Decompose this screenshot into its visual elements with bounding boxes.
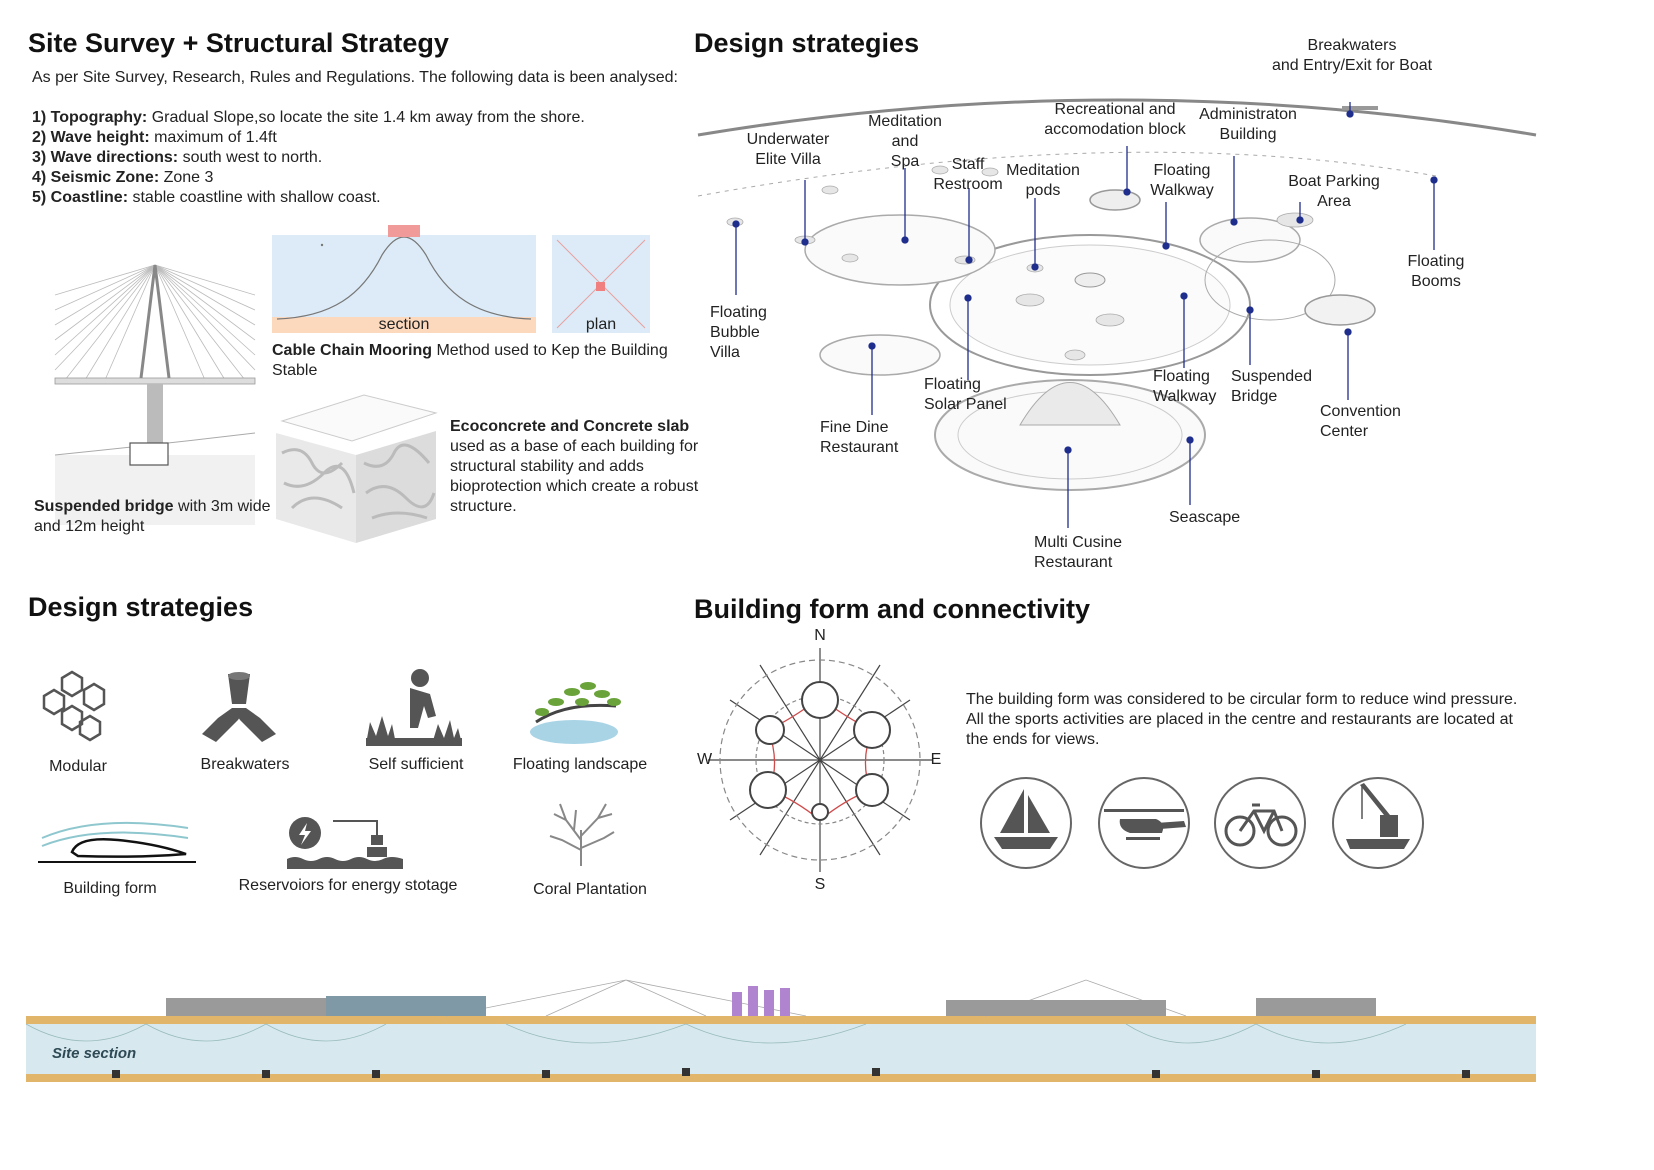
label-convention-center: Convention Center	[1320, 403, 1401, 440]
bicycle-icon	[1224, 803, 1298, 847]
concrete-caption-title: Ecoconcrete and Concrete slab	[450, 418, 690, 435]
label-floating-booms: Floating Booms	[1407, 253, 1465, 290]
energy-reservoir-icon	[287, 817, 403, 869]
label-staff-restroom: Staff Restroom	[933, 156, 1003, 193]
compass-s: S	[814, 876, 826, 893]
hexagon-cluster-icon	[42, 670, 106, 742]
tetrapod-icon	[202, 672, 276, 742]
label-underwater-villa: Underwater Elite Villa	[746, 131, 830, 168]
label-breakwaters: Breakwaters and Entry/Exit for Boat	[1272, 37, 1433, 74]
label-fine-dine: Fine Dine Restaurant	[820, 419, 899, 456]
farmer-icon	[366, 669, 462, 746]
compass-form-diagram	[708, 648, 932, 872]
suspended-bridge-drawing	[54, 264, 256, 525]
survey-list: 1) Topography: Gradual Slope,so locate t…	[32, 108, 672, 208]
label-floating-walkway-top: Floating Walkway	[1150, 162, 1214, 199]
mooring-section-diagram: section	[272, 225, 536, 333]
label-meditation-spa: Meditation and Spa	[868, 113, 942, 170]
mooring-caption: Cable Chain Mooring Method used to Kep t…	[272, 342, 668, 379]
mooring-plan-diagram: plan	[552, 235, 650, 333]
strategy-label-floating-landscape: Floating landscape	[512, 756, 648, 773]
design-strategies-title-top: Design strategies	[694, 28, 920, 58]
label-boat-parking: Boat Parking Area	[1288, 173, 1380, 210]
label-floating-walkway-bottom: Floating Walkway	[1153, 368, 1217, 405]
label-meditation-pods: Meditation pods	[1006, 162, 1080, 199]
survey-item: 1) Topography: Gradual Slope,so locate t…	[32, 109, 585, 126]
helicopter-icon	[1104, 809, 1186, 840]
aerofoil-icon	[38, 821, 196, 863]
strategy-label-coral: Coral Plantation	[533, 881, 647, 898]
eco-concrete-slab-drawing	[276, 394, 438, 543]
survey-item: 4) Seismic Zone: Zone 3	[32, 169, 214, 186]
strategy-label-reservoirs: Reservoiors for energy stotage	[238, 877, 458, 894]
sailboat-icon	[994, 789, 1058, 849]
design-strategies-title-bottom: Design strategies	[28, 592, 254, 622]
master-plan-drawing	[697, 98, 1537, 528]
strategy-label-building-form: Building form	[63, 880, 157, 897]
survey-item: 3) Wave directions: south west to north.	[32, 149, 323, 166]
section-label: section	[378, 316, 430, 333]
mangrove-icon	[530, 682, 621, 744]
label-bubble-villa: Floating Bubble Villa	[710, 304, 767, 361]
crane-barge-icon	[1346, 783, 1410, 849]
strategy-label-self-sufficient: Self sufficient	[368, 756, 464, 773]
plan-label: plan	[585, 316, 617, 333]
survey-item: 5) Coastline: stable coastline with shal…	[32, 189, 381, 206]
building-form-title: Building form and connectivity	[694, 594, 1091, 624]
label-multi-cusine: Multi Cusine Restaurant	[1034, 534, 1123, 571]
strategy-label-modular: Modular	[49, 758, 107, 775]
coral-icon	[549, 803, 615, 866]
label-seascape: Seascape	[1169, 509, 1241, 526]
bridge-caption: Suspended bridge with 3m wide and 12m he…	[34, 498, 271, 535]
compass-e: E	[930, 751, 942, 768]
form-description: The building form was considered to be c…	[966, 691, 1518, 748]
activity-icons	[980, 777, 1424, 869]
survey-item: 2) Wave height: maximum of 1.4ft	[32, 129, 277, 146]
strategy-label-breakwaters: Breakwaters	[200, 756, 290, 773]
label-admin-building: Administraton Building	[1199, 106, 1297, 143]
site-section-drawing	[25, 979, 1536, 1082]
survey-intro: As per Site Survey, Research, Rules and …	[32, 69, 678, 86]
site-survey-title: Site Survey + Structural Strategy	[28, 28, 449, 58]
compass-n: N	[814, 627, 826, 644]
site-section-label: Site section	[52, 1045, 137, 1062]
compass-w: W	[697, 751, 713, 768]
label-solar-panel: Floating Solar Panel	[924, 376, 1007, 413]
label-recreational-block: Recreational and accomodation block	[1044, 101, 1186, 138]
label-suspended-bridge: Suspended Bridge	[1231, 368, 1312, 405]
